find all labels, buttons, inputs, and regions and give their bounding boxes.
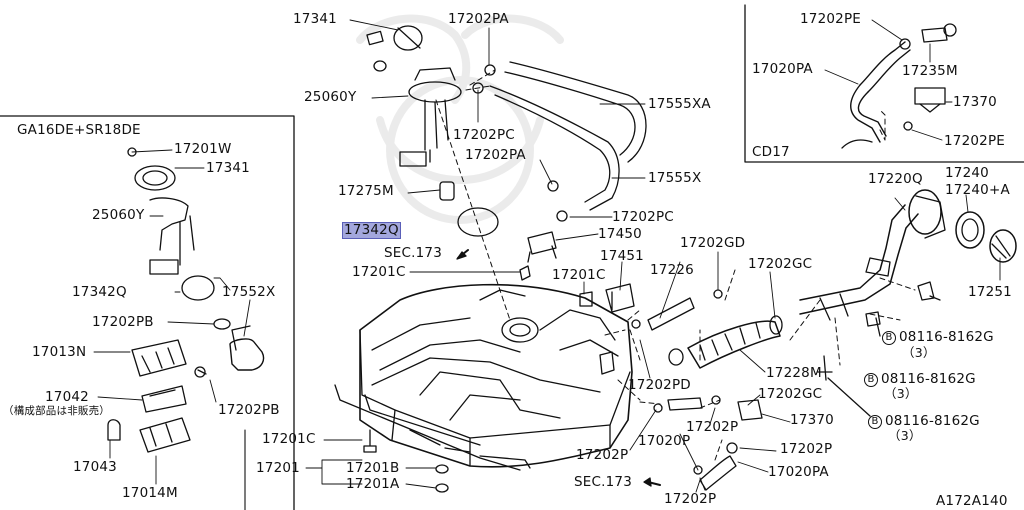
label-17228m[interactable]: 17228M (766, 365, 822, 381)
label-17202gc-b[interactable]: 17202GC (758, 386, 823, 402)
label-17201[interactable]: 17201 (256, 460, 300, 476)
filler-hose-17228m (668, 315, 783, 369)
check-valve-17450 (527, 231, 557, 263)
label-17020pa-inset[interactable]: 17020PA (752, 61, 813, 77)
not-sold-note: （構成部品は非販売） (3, 405, 110, 417)
label-17552x[interactable]: 17552X (222, 284, 276, 300)
label-17202pb-a[interactable]: 17202PB (92, 314, 154, 330)
right-inset-frame (744, 4, 1024, 163)
label-17450[interactable]: 17450 (598, 226, 642, 242)
label-17201b[interactable]: 17201B (346, 460, 400, 476)
bolt-qty-1: （3） (902, 345, 936, 360)
label-17201c-a[interactable]: 17201C (352, 264, 406, 280)
label-17370[interactable]: 17370 (790, 412, 834, 428)
label-17201w[interactable]: 17201W (174, 141, 232, 157)
label-25060y-left[interactable]: 25060Y (92, 207, 145, 223)
gasket-17342q (457, 207, 499, 237)
label-17043[interactable]: 17043 (73, 459, 117, 475)
label-17251[interactable]: 17251 (968, 284, 1012, 300)
label-17042[interactable]: 17042 (45, 389, 89, 405)
label-17202p-b[interactable]: 17202P (780, 441, 833, 457)
label-17240[interactable]: 17240 (945, 165, 989, 181)
fuel-filter (439, 181, 455, 201)
bolt-qty-2: （3） (884, 386, 918, 401)
label-17370-inset[interactable]: 17370 (953, 94, 997, 110)
label-17202p-a[interactable]: 17202P (686, 419, 739, 435)
label-17014m[interactable]: 17014M (122, 485, 178, 501)
label-17202pa-top[interactable]: 17202PA (448, 11, 509, 27)
label-17451[interactable]: 17451 (600, 248, 644, 264)
label-17020pa[interactable]: 17020PA (768, 464, 829, 480)
bracket-17451 (605, 283, 635, 313)
right-inset-parts (824, 19, 957, 149)
watermark (356, 14, 564, 224)
label-17202pa-mid[interactable]: 17202PA (465, 147, 526, 163)
strap-rear (364, 394, 481, 446)
label-17202pe-b[interactable]: 17202PE (944, 133, 1006, 149)
bolt-mark-1: B (882, 331, 896, 345)
left-inset-frame (0, 115, 295, 510)
label-17555x[interactable]: 17555X (648, 170, 702, 186)
fuel-sender-unit (366, 25, 462, 167)
label-17020p[interactable]: 17020P (638, 433, 691, 449)
strap-front (334, 384, 521, 471)
sec173-arrow-b (643, 477, 652, 487)
sec173-link-a[interactable]: SEC.173 (384, 245, 442, 261)
label-17201c-c[interactable]: 17201C (262, 431, 316, 447)
label-17202pc-a[interactable]: 17202PC (453, 127, 515, 143)
label-25060y[interactable]: 25060Y (304, 89, 357, 105)
left-inset-parts (93, 147, 265, 485)
bolt-mark-2: B (864, 373, 878, 387)
bolt-part-1: 08116-8162G (899, 329, 994, 345)
label-17342q-left[interactable]: 17342Q (72, 284, 127, 300)
sec173-link-b[interactable]: SEC.173 (574, 474, 632, 490)
bolt-17201c-a (519, 265, 531, 281)
label-17341[interactable]: 17341 (293, 11, 337, 27)
sec173-arrow-a (456, 251, 467, 260)
label-17201a[interactable]: 17201A (346, 476, 400, 492)
bolt-part-3: 08116-8162G (885, 413, 980, 429)
left-inset-title: GA16DE+SR18DE (17, 122, 141, 138)
label-17275m[interactable]: 17275M (338, 183, 394, 199)
fuel-tank (359, 283, 633, 469)
bolt-mark-3: B (868, 415, 882, 429)
label-17202p-c[interactable]: 17202P (576, 447, 629, 463)
label-17202p-d[interactable]: 17202P (664, 491, 717, 507)
right-inset-title: CD17 (752, 144, 790, 160)
label-17202pb-b[interactable]: 17202PB (218, 402, 280, 418)
label-17235m[interactable]: 17235M (902, 63, 958, 79)
bolt-qty-3: （3） (888, 428, 922, 443)
label-17202gc-a[interactable]: 17202GC (748, 256, 813, 272)
label-17202pc-b[interactable]: 17202PC (612, 209, 674, 225)
label-17341-left[interactable]: 17341 (206, 160, 250, 176)
label-17202gd[interactable]: 17202GD (680, 235, 746, 251)
valve-17370 (737, 399, 763, 421)
diagram-reference-code: A172A140 (936, 493, 1008, 509)
hose-17020pa (699, 455, 737, 491)
seal-17240 (955, 211, 985, 249)
fuel-cap-17251 (989, 229, 1017, 263)
label-17202pd[interactable]: 17202PD (628, 377, 691, 393)
filler-tube-17220q (799, 189, 946, 321)
label-17201c-b[interactable]: 17201C (552, 267, 606, 283)
label-17202pe-a[interactable]: 17202PE (800, 11, 862, 27)
label-17342q-highlighted[interactable]: 17342Q (342, 222, 401, 239)
bolt-part-2: 08116-8162G (881, 371, 976, 387)
label-17013n[interactable]: 17013N (32, 344, 87, 360)
hose-17226 (647, 297, 695, 331)
label-17226[interactable]: 17226 (650, 262, 694, 278)
label-17220q[interactable]: 17220Q (868, 171, 923, 187)
hose-17020p (667, 397, 703, 411)
label-17240a[interactable]: 17240+A (945, 182, 1010, 198)
label-17555xa[interactable]: 17555XA (648, 96, 711, 112)
